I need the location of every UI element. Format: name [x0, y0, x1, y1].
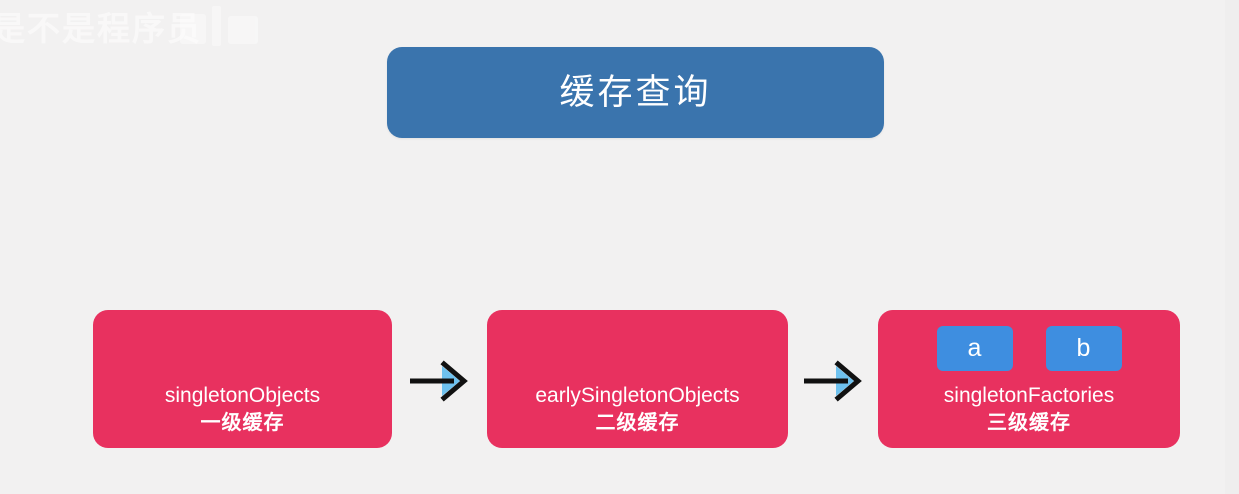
cache-card-level1: singletonObjects 一级缓存: [93, 310, 392, 448]
title-banner: 缓存查询: [387, 47, 884, 138]
arrow-card2-to-card3-icon: [804, 360, 862, 402]
cache-card-level1-name: singletonObjects: [164, 383, 321, 407]
cache-card-level2-label: 二级缓存: [595, 412, 680, 434]
cache-card-level3: a b singletonFactories 三级缓存: [878, 310, 1180, 448]
right-edge-band: [1225, 0, 1239, 494]
cache-card-level3-label: 三级缓存: [987, 412, 1071, 434]
arrow-card1-to-card2-icon: [410, 360, 468, 402]
cache-card-level1-label: 一级缓存: [200, 412, 285, 434]
cache-card-level3-name: singletonFactories: [943, 383, 1115, 407]
factory-chip-b[interactable]: b: [1045, 326, 1122, 371]
singleton-factory-chips: a b: [878, 326, 1180, 371]
page-title: 缓存查询: [559, 73, 712, 112]
cache-card-level2: earlySingletonObjects 二级缓存: [487, 310, 788, 448]
factory-chip-a[interactable]: a: [936, 326, 1013, 371]
cache-card-level2-name: earlySingletonObjects: [535, 383, 740, 407]
watermark-logo-icon: [176, 4, 266, 46]
watermark-text: 是不是程序员: [0, 10, 202, 47]
